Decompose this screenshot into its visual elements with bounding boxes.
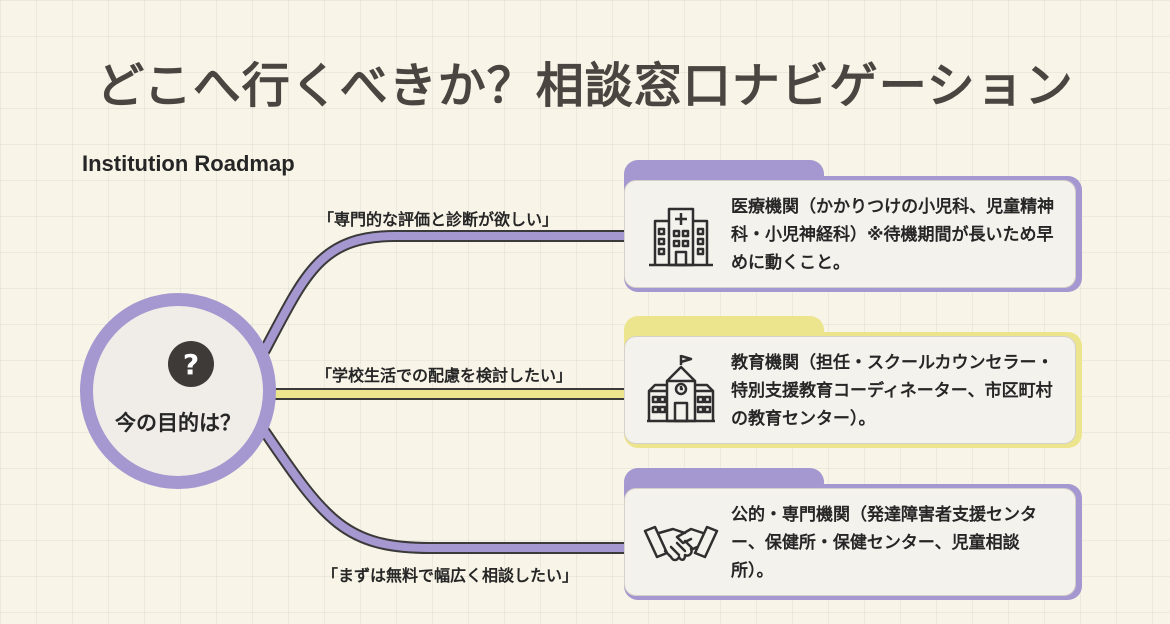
card-text: 公的・専門機関（発達障害者支援センター、保健所・保健センター、児童相談所）。 — [731, 505, 1037, 581]
connector-top — [259, 230, 638, 356]
branch-label-public: 「まずは無料で幅広く相談したい」 — [322, 566, 579, 585]
hospital-icon — [649, 207, 713, 267]
school-icon — [647, 354, 715, 423]
connector-bottom-fill — [261, 428, 636, 552]
card-text: 教育機関（担任・スクールカウンセラー・特別支援教育コーディネーター、市区町村の教… — [731, 353, 1054, 429]
connector-bottom — [259, 426, 638, 554]
card-body: 公的・専門機関（発達障害者支援センター、保健所・保健センター、児童相談所）。 — [624, 488, 1076, 596]
card-body: 医療機関（かかりつけの小児科、児童精神科・小児神経科）※待機期間が長いため早めに… — [624, 180, 1076, 288]
branch-label-medical: 「専門的な評価と診断が欲しい」 — [318, 210, 559, 229]
connector-top-fill — [261, 232, 636, 354]
card-body: 教育機関（担任・スクールカウンセラー・特別支援教育コーディネーター、市区町村の教… — [624, 336, 1076, 444]
handshake-icon — [643, 525, 719, 562]
question-icon: ? — [168, 341, 214, 387]
center-label: 今の目的は？ — [115, 411, 241, 435]
branch-label-education: 「学校生活での配慮を検討したい」 — [316, 366, 573, 385]
card-text: 医療機関（かかりつけの小児科、児童精神科・小児神経科）※待機期間が長いため早めに… — [731, 197, 1055, 273]
subtitle: Institution Roadmap — [82, 151, 295, 176]
center-node: ? 今の目的は？ — [80, 293, 276, 489]
page-title: どこへ行くべきか？相談窓口ナビゲーション — [96, 58, 1074, 114]
